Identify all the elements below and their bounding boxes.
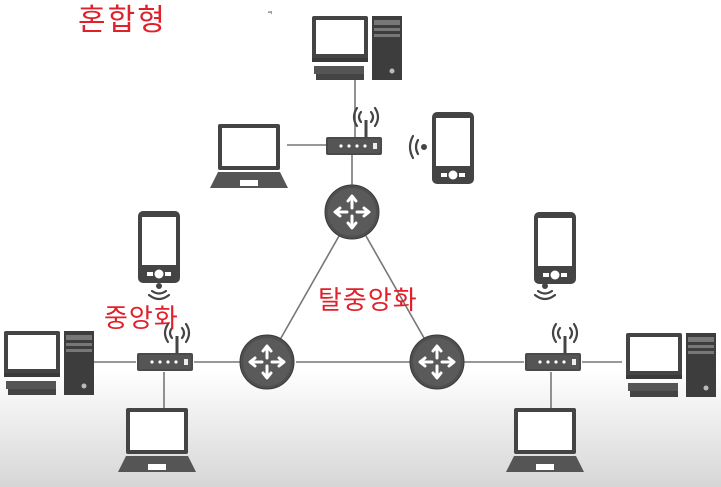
router-right-icon [408,333,466,391]
phone-left-signal-dot [156,283,162,289]
access-point-right-icon [523,334,583,373]
phone-top-wifi-icon [408,134,420,160]
laptop-right-icon [506,408,584,472]
router-left-icon [238,333,296,391]
desktop-right-icon [626,333,716,397]
phone-left-icon [138,211,180,283]
ap-right-wifi-icon [551,322,579,344]
access-point-top-icon [324,118,384,157]
phone-right-signal-dot [542,283,548,289]
desktop-left-icon [4,331,94,395]
phone-right-icon [534,212,576,284]
access-point-left-icon [135,334,195,373]
tiny-mark: ㅋ [267,10,273,17]
ap-top-wifi-icon [352,106,380,128]
wifi-waves-icons [147,106,579,344]
phone-right-wifi-icon [533,289,557,301]
link-router-top-left [276,235,340,346]
link-router-top-right [365,235,429,346]
phone-left-wifi-icon [147,289,171,301]
phone-top-signal-dot [421,144,427,150]
network-links [94,80,622,410]
ap-left-wifi-icon [163,322,191,344]
annotation-left: 중앙화 [104,304,179,334]
desktop-top-icon [312,16,402,80]
annotation-center: 탈중앙화 [318,286,418,316]
annotation-title: 혼합형 [78,3,167,38]
laptop-top-icon [210,124,288,188]
phone-top-icon [432,112,474,184]
laptop-left-icon [118,408,196,472]
router-top-icon [323,183,381,241]
